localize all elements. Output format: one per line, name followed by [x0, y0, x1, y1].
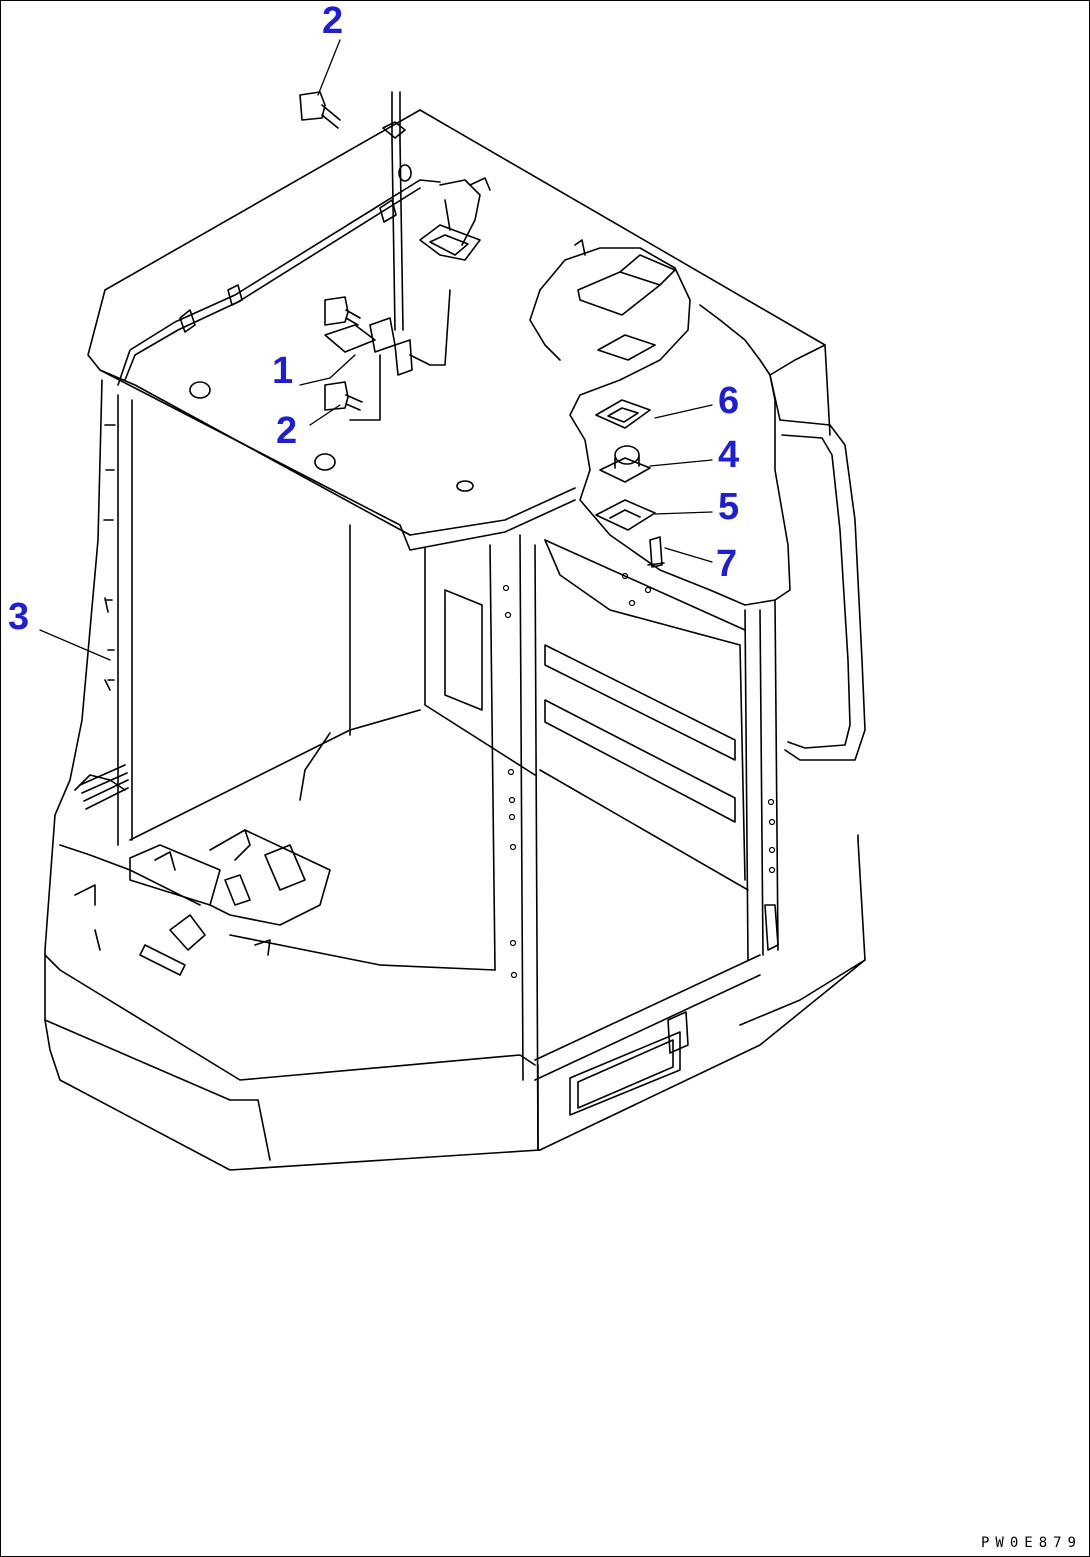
callout-2-mid: 2	[276, 410, 298, 452]
bolts-2	[299, 91, 376, 411]
cab-roof	[87, 109, 826, 551]
pillar-holes	[502, 572, 776, 979]
callout-6: 6	[718, 380, 740, 422]
console-unit	[129, 829, 331, 976]
callout-2-top: 2	[322, 0, 344, 42]
harness-3	[79, 179, 441, 810]
cab-body	[44, 344, 866, 1171]
leader-lines	[39, 39, 713, 661]
right-pipe	[779, 419, 866, 761]
callout-1: 1	[272, 350, 294, 392]
callout-5: 5	[718, 486, 740, 528]
air-duct	[419, 177, 491, 261]
callout-3: 3	[8, 596, 30, 638]
callout-4: 4	[718, 434, 740, 476]
cover-plate	[529, 239, 791, 606]
bracket-1	[349, 91, 451, 421]
callout-7: 7	[716, 543, 738, 585]
roof-holes	[189, 381, 474, 492]
exploded-parts	[595, 399, 665, 568]
drawing-code: PW0E879	[980, 1535, 1082, 1551]
